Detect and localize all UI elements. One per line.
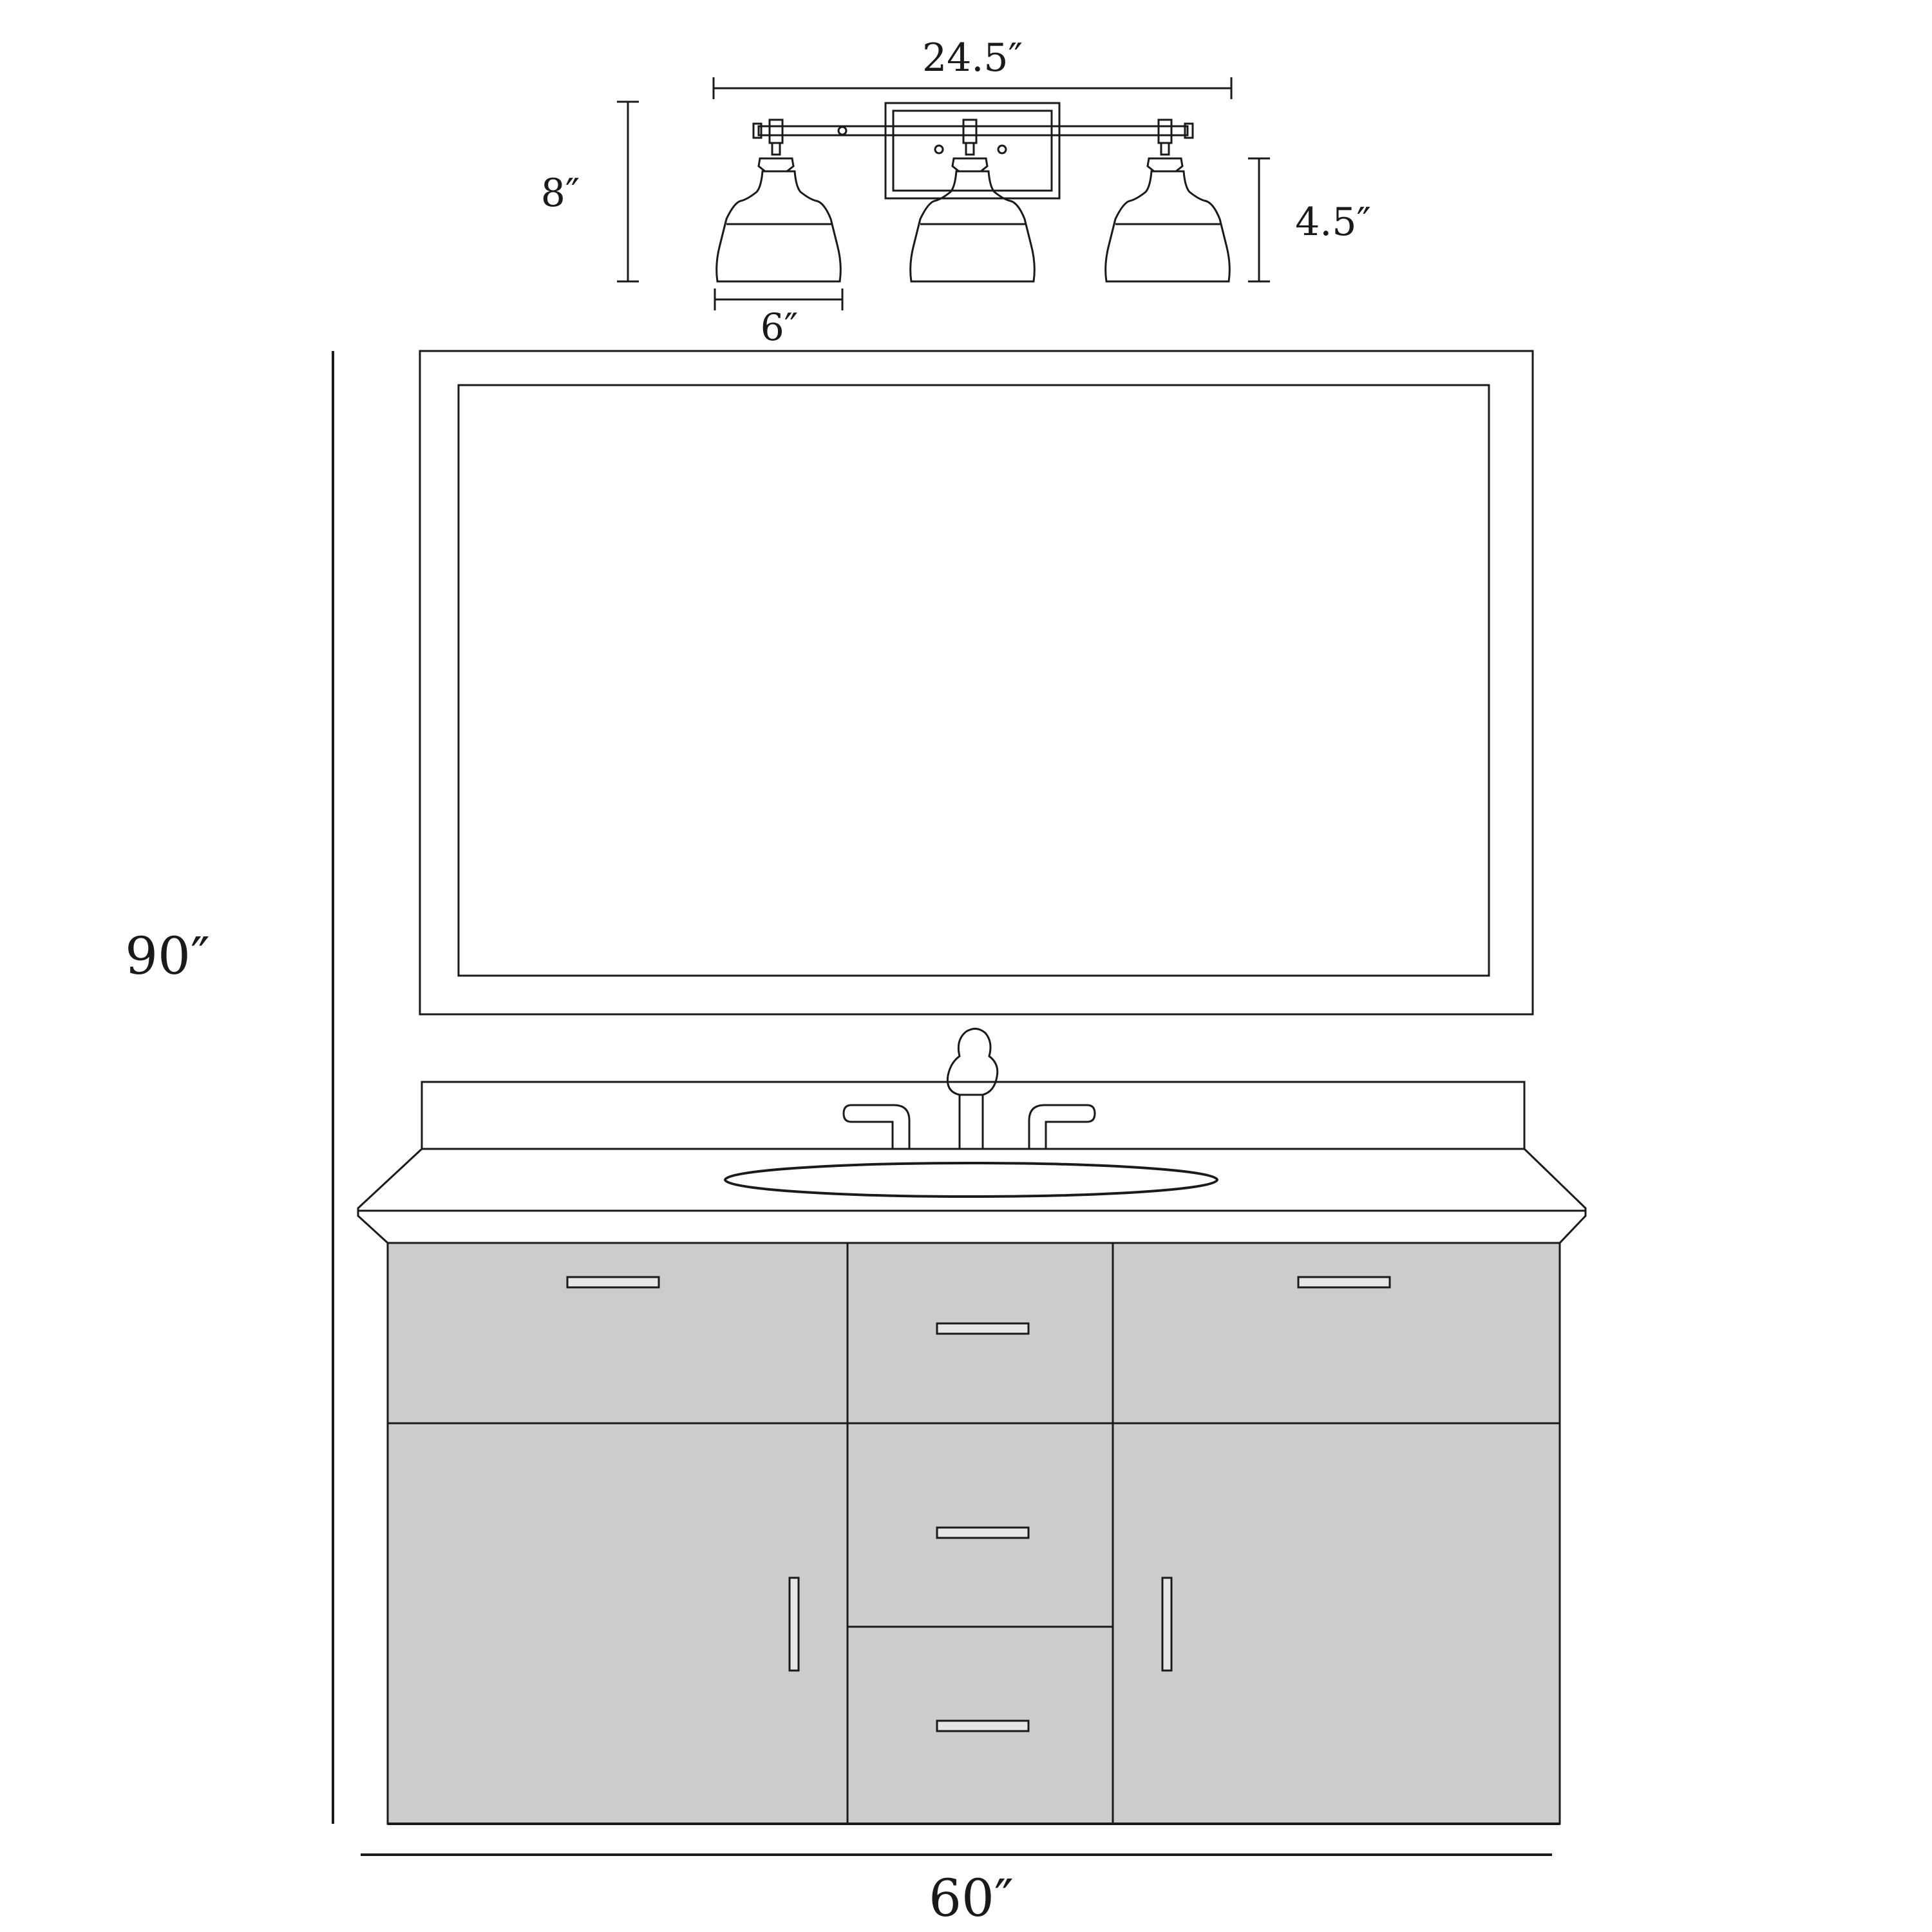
sink-basin <box>724 1162 1218 1198</box>
drawer-top-left <box>386 1242 849 1425</box>
door-handle <box>1161 1577 1173 1672</box>
shade-width-label: 6″ <box>761 305 799 349</box>
faucet <box>946 1028 999 1150</box>
drawer-handle <box>936 1526 1030 1539</box>
shade-width-dimension: 6″ <box>714 289 844 349</box>
light-shade-right <box>1104 118 1231 283</box>
light-shade-left <box>715 118 842 283</box>
fixture-width-dimension: 24.5″ <box>712 35 1233 99</box>
fixture-height-label: 8″ <box>541 171 580 216</box>
shade-height-dimension: 4.5″ <box>1248 157 1371 283</box>
total-height-dimension: 90″ <box>125 351 334 1824</box>
fixture-backplate-inner <box>892 109 1053 192</box>
drawer-center-2 <box>846 1422 1114 1628</box>
vanity-width-label: 60″ <box>929 1868 1014 1928</box>
mirror <box>419 350 1534 1016</box>
drawer-handle <box>1297 1276 1391 1289</box>
fixture-arm-bar <box>757 125 1189 137</box>
drawer-handle <box>936 1322 1030 1335</box>
shade-height-label: 4.5″ <box>1295 200 1371 245</box>
light-fixture <box>715 102 1231 283</box>
fixture-backplate <box>884 102 1061 200</box>
faucet-handle-left <box>842 1104 911 1150</box>
light-shade-center <box>909 118 1036 283</box>
fixture-width-label: 24.5″ <box>922 35 1023 80</box>
drawer-handle <box>936 1719 1030 1732</box>
vanity <box>357 1028 1587 1825</box>
door-handle <box>788 1577 800 1672</box>
total-height-label: 90″ <box>125 926 210 986</box>
mirror-glass <box>457 384 1490 977</box>
door-left <box>386 1422 849 1825</box>
drawer-handle <box>566 1276 660 1289</box>
backsplash <box>421 1081 1526 1150</box>
drawer-top-right <box>1112 1242 1561 1425</box>
vanity-width-dimension: 60″ <box>361 1853 1552 1928</box>
fixture-height-dimension: 8″ <box>541 100 639 283</box>
door-right <box>1112 1422 1561 1825</box>
faucet-handle-right <box>1028 1104 1096 1150</box>
